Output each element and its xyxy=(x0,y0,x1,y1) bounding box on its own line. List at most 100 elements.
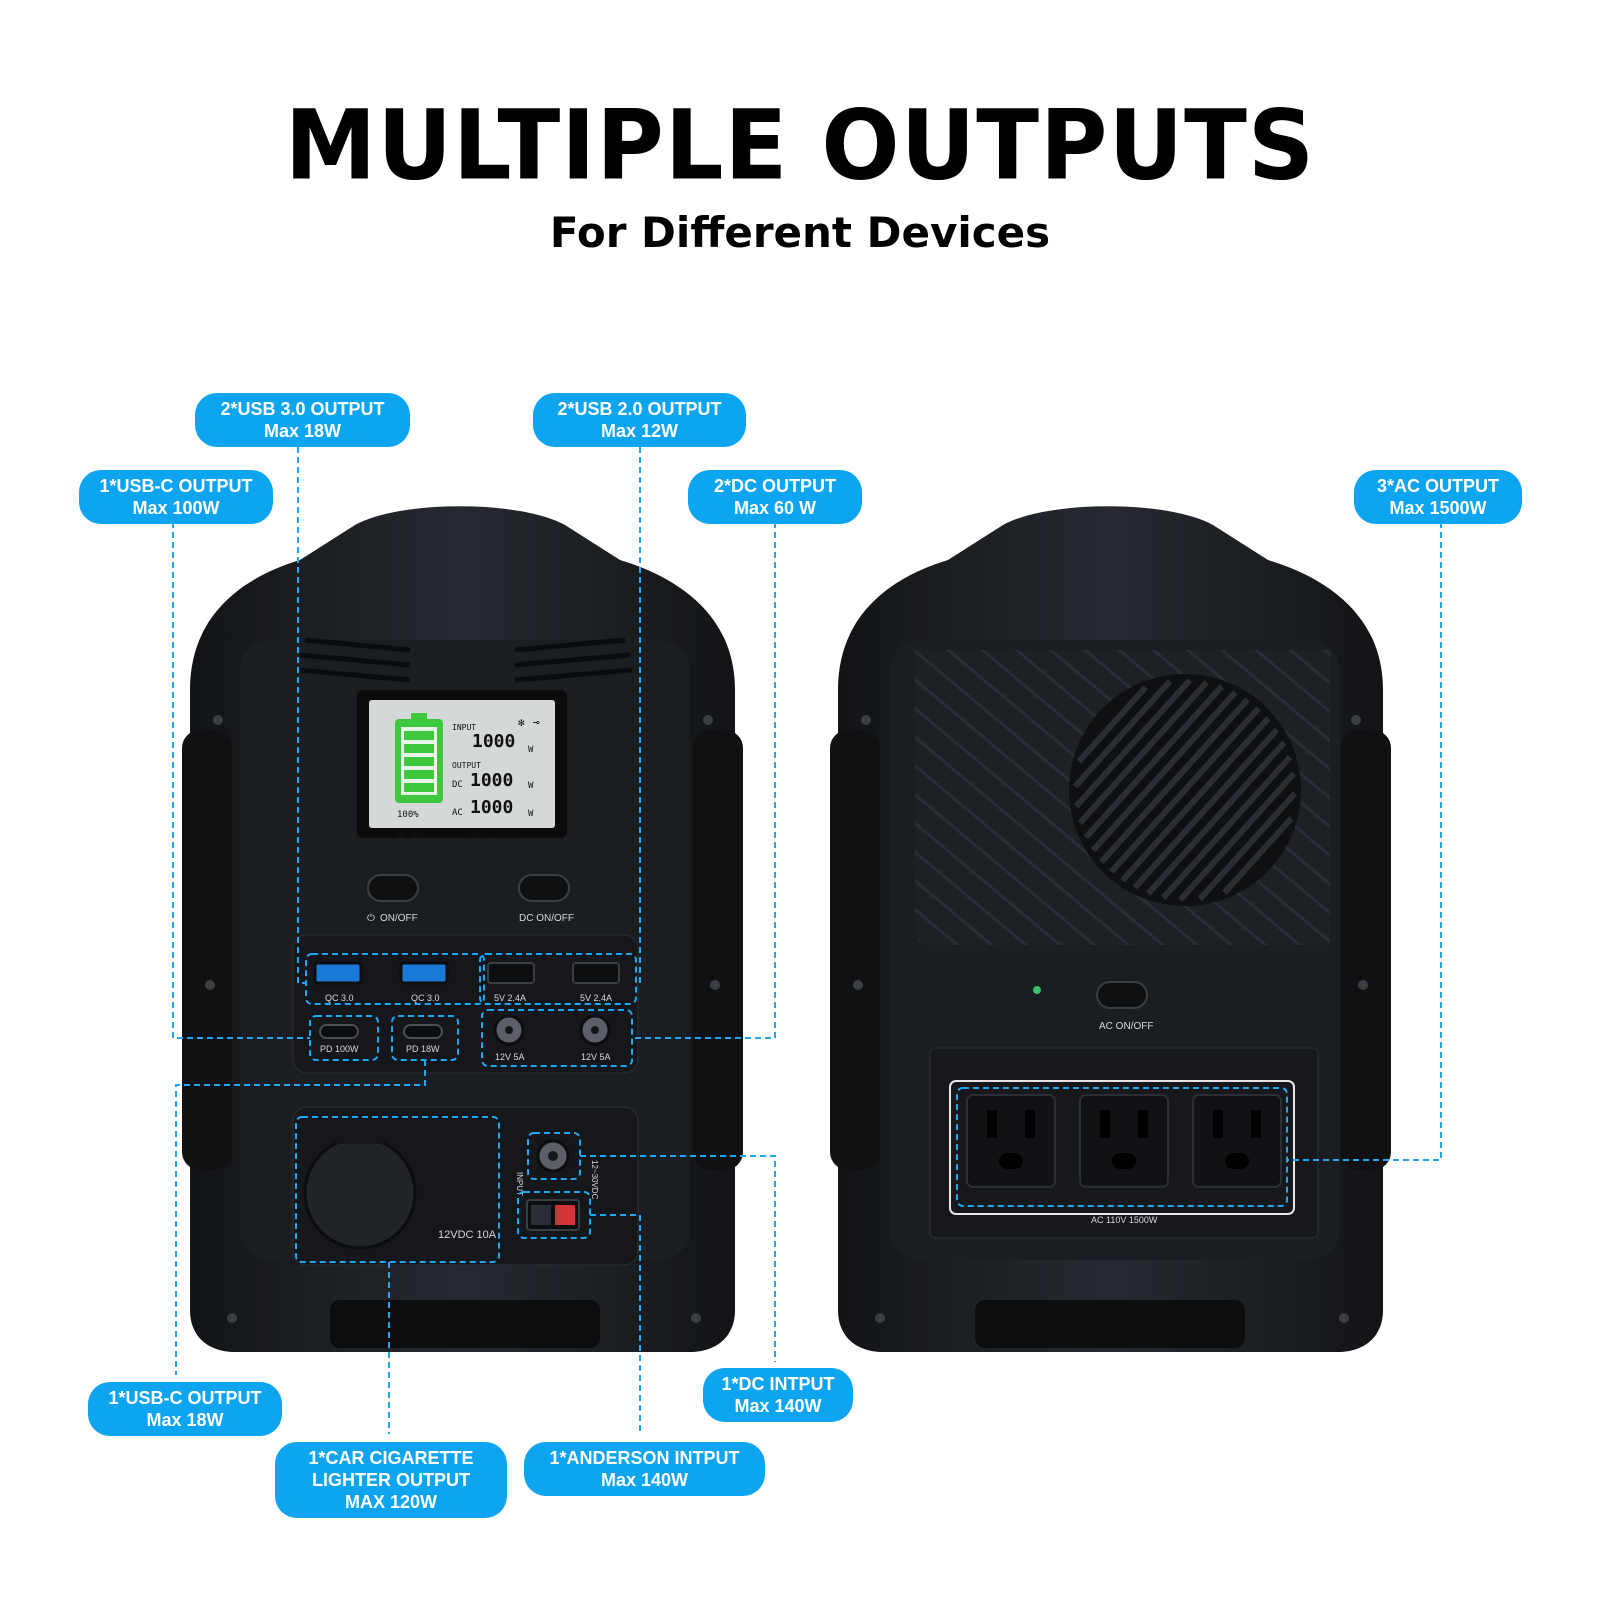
callout-dc-output: 2*DC OUTPUT Max 60 W xyxy=(688,470,862,524)
fan-slat xyxy=(1222,816,1294,895)
power-button[interactable] xyxy=(367,874,419,902)
dc-button[interactable] xyxy=(518,874,570,902)
freq-60: 60Hz xyxy=(502,830,519,838)
usb3-label-2: QC 3.0 xyxy=(411,993,440,1003)
usb2-label-2: 5V 2.4A xyxy=(580,993,612,1003)
ac-button[interactable] xyxy=(1096,981,1148,1009)
fan-slat xyxy=(1178,771,1297,902)
fan-slat xyxy=(1077,680,1209,825)
callout-usbc100-line1: 1*USB-C OUTPUT xyxy=(99,476,253,496)
battery-bar xyxy=(404,757,434,766)
fan-slat xyxy=(1132,727,1280,890)
fan-slat xyxy=(1099,697,1250,864)
callout-usb3-output: 2*USB 3.0 OUTPUT Max 18W xyxy=(195,393,410,447)
back-unit: AC ON/OFF AC 110V 1500W xyxy=(830,506,1391,1352)
fan-slat xyxy=(1161,755,1293,900)
callout-acout-line1: 3*AC OUTPUT xyxy=(1376,476,1499,496)
ac-button-label: AC ON/OFF xyxy=(1099,1021,1153,1032)
input-range-label: 12~30VDC xyxy=(590,1160,599,1200)
callout-usb2-output: 2*USB 2.0 OUTPUT Max 12W xyxy=(533,393,746,447)
ac-outlet-3[interactable] xyxy=(1192,1094,1282,1188)
callout-acout-line2: Max 1500W xyxy=(1389,498,1487,518)
fan-slat xyxy=(1145,740,1287,896)
lcd-input-value: 1000 xyxy=(472,731,515,752)
callout-usb3-line2: Max 18W xyxy=(263,421,342,441)
front-left-grip xyxy=(182,730,232,1170)
leader-lines xyxy=(172,447,1442,1434)
fan-slat xyxy=(1090,690,1238,853)
battery-percent: 100% xyxy=(397,810,419,820)
fan-slat xyxy=(1072,679,1173,789)
usb2-port-1[interactable] xyxy=(487,962,535,984)
usbc-label-2: PD 18W xyxy=(406,1044,440,1054)
lcd-unit-ac: W xyxy=(528,809,534,819)
fan-slat xyxy=(1120,716,1271,883)
callout-usb3-line1: 2*USB 3.0 OUTPUT xyxy=(220,399,385,419)
dc-label-2: 12V 5A xyxy=(581,1052,611,1062)
back-left-grip xyxy=(830,730,880,1170)
lcd-unit-dc: W xyxy=(528,781,534,791)
callout-anderson-line1: 1*ANDERSON INTPUT xyxy=(549,1448,740,1468)
temperature-icon: ⊸ xyxy=(533,716,540,729)
dc-button-label: DC ON/OFF xyxy=(519,913,574,924)
battery-bar xyxy=(404,731,434,740)
callout-car-line2: LIGHTER OUTPUT xyxy=(312,1470,470,1490)
freq-50: 50Hz xyxy=(465,830,482,838)
power-icon: ⏻ xyxy=(367,913,375,924)
usb3-port-1[interactable] xyxy=(313,961,363,985)
usbc-port-1[interactable] xyxy=(319,1024,359,1039)
usb2-label-1: 5V 2.4A xyxy=(494,993,526,1003)
back-right-grip xyxy=(1341,730,1391,1170)
lcd-display: 100% 8.8 Hours INPUT 1000 W ✻ ⊸ OUTPUT D… xyxy=(357,690,567,841)
callout-car-lighter: 1*CAR CIGARETTE LIGHTER OUTPUT MAX 120W xyxy=(275,1442,507,1518)
lcd-output-label: OUTPUT xyxy=(452,761,481,770)
battery-icon xyxy=(395,713,443,803)
lcd-ac-value: 1000 xyxy=(470,797,513,818)
ac-outlet-1[interactable] xyxy=(966,1094,1056,1188)
callout-anderson-line2: Max 140W xyxy=(600,1470,689,1490)
fan-slat xyxy=(1109,706,1261,874)
lcd-input-label: INPUT xyxy=(452,723,476,732)
input-label: INPUT xyxy=(515,1172,524,1196)
fan-icon: ✻ xyxy=(518,716,525,729)
battery-bar xyxy=(404,783,434,792)
callout-usbc18-line2: Max 18W xyxy=(146,1410,224,1430)
dc-label-1: 12V 5A xyxy=(495,1052,525,1062)
fan-slat xyxy=(1076,685,1148,764)
hours-value: 8.8 xyxy=(397,827,419,841)
car-socket-label: 12VDC 10A xyxy=(438,1229,497,1241)
page-title: MULTIPLE OUTPUTS xyxy=(284,89,1316,202)
battery-bar xyxy=(404,744,434,753)
callout-dcout-line2: Max 60 W xyxy=(733,498,817,518)
page-subtitle: For Different Devices xyxy=(549,208,1051,257)
status-led xyxy=(1033,986,1041,994)
ac-spec-label: AC 110V 1500W xyxy=(1091,1215,1158,1225)
callout-dc-input: 1*DC INTPUT Max 140W xyxy=(703,1368,853,1422)
callout-car-line3: MAX 120W xyxy=(344,1492,438,1512)
battery-bar xyxy=(404,770,434,779)
callout-usbc100-line2: Max 100W xyxy=(132,498,220,518)
fan-slat xyxy=(1083,684,1225,840)
callout-usb2-line2: Max 12W xyxy=(600,421,679,441)
ac-outlet-2[interactable] xyxy=(1079,1094,1169,1188)
car-lighter-socket[interactable] xyxy=(303,1136,417,1250)
usb3-port-2[interactable] xyxy=(399,961,449,985)
lcd-dc-label: DC xyxy=(452,780,463,790)
usbc-port-2[interactable] xyxy=(403,1024,443,1039)
front-right-grip xyxy=(693,730,743,1170)
front-unit: 100% 8.8 Hours INPUT 1000 W ✻ ⊸ OUTPUT D… xyxy=(182,506,743,1352)
front-top-vents xyxy=(297,637,633,683)
callout-dcin-line1: 1*DC INTPUT xyxy=(721,1374,835,1394)
callout-dcout-line1: 2*DC OUTPUT xyxy=(713,476,836,496)
lcd-unit-input: W xyxy=(528,745,534,755)
usbc-label-1: PD 100W xyxy=(320,1044,359,1054)
callout-dcin-line2: Max 140W xyxy=(734,1396,822,1416)
callout-usbc18-line1: 1*USB-C OUTPUT xyxy=(108,1388,262,1408)
callout-usbc-18w: 1*USB-C OUTPUT Max 18W xyxy=(88,1382,282,1436)
callout-anderson-input: 1*ANDERSON INTPUT Max 140W xyxy=(524,1442,765,1496)
usb3-label-1: QC 3.0 xyxy=(325,993,354,1003)
callout-usb2-line1: 2*USB 2.0 OUTPUT xyxy=(557,399,722,419)
usb2-port-2[interactable] xyxy=(572,962,620,984)
power-button-label: ON/OFF xyxy=(380,913,418,924)
